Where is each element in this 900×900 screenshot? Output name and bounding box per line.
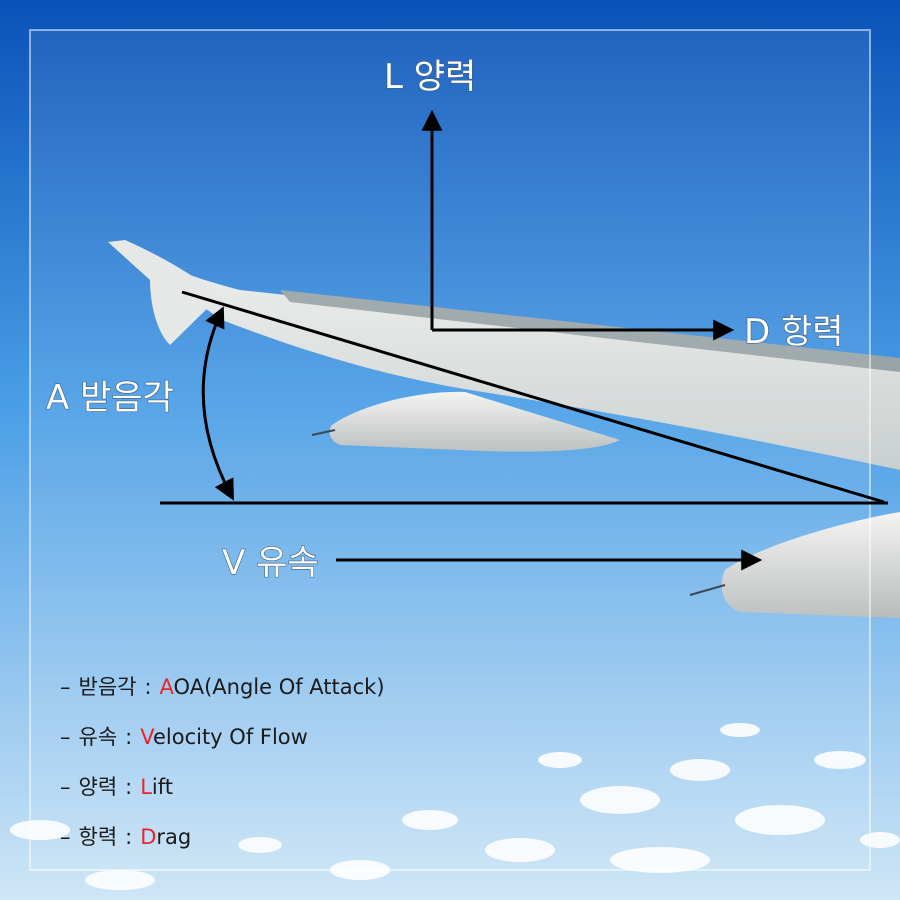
legend-dash: – [60,825,71,849]
legend-highlight-letter: A [159,675,174,699]
velocity-label: V 유속 [222,543,319,583]
legend-term: 항력 [78,825,118,849]
overlay-panel [29,29,871,871]
lift-label: L 양력 [384,57,476,97]
aoa-arc-arrow [201,306,234,501]
legend-definition: rag [156,825,192,849]
legend-highlight-letter: D [140,825,157,849]
legend-definition: elocity Of Flow [152,725,308,749]
legend-separator: : [125,725,133,749]
drag-label: D 항력 [744,312,844,352]
aoa-label: A 받음각 [46,378,174,418]
legend-dash: – [60,775,71,799]
legend-term: 받음각 [78,675,137,699]
legend-definition: OA(Angle Of Attack) [173,675,385,699]
chord-line [181,290,885,504]
legend-definition: ift [151,775,174,799]
legend-term: 양력 [78,775,118,799]
legend-separator: : [144,675,152,699]
legend-row-velocity: –유속: Velocity Of Flow [60,722,385,772]
legend-row-lift: –양력: Lift [60,772,385,822]
engine-nacelle-illustration [689,512,900,618]
legend: –받음각:AOA(Angle Of Attack) –유속:Velocity O… [60,672,385,872]
legend-term: 유속 [78,725,118,749]
legend-separator: : [125,825,133,849]
legend-dash: – [60,675,71,699]
legend-highlight-letter: L [140,775,152,799]
legend-dash: – [60,725,71,749]
cloud-illustration [10,723,900,890]
legend-separator: : [125,775,133,799]
legend-row-aoa: –받음각: AOA(Angle Of Attack) [60,672,385,722]
legend-highlight-letter: V [140,725,153,749]
legend-row-drag: –항력: Drag [60,822,385,872]
